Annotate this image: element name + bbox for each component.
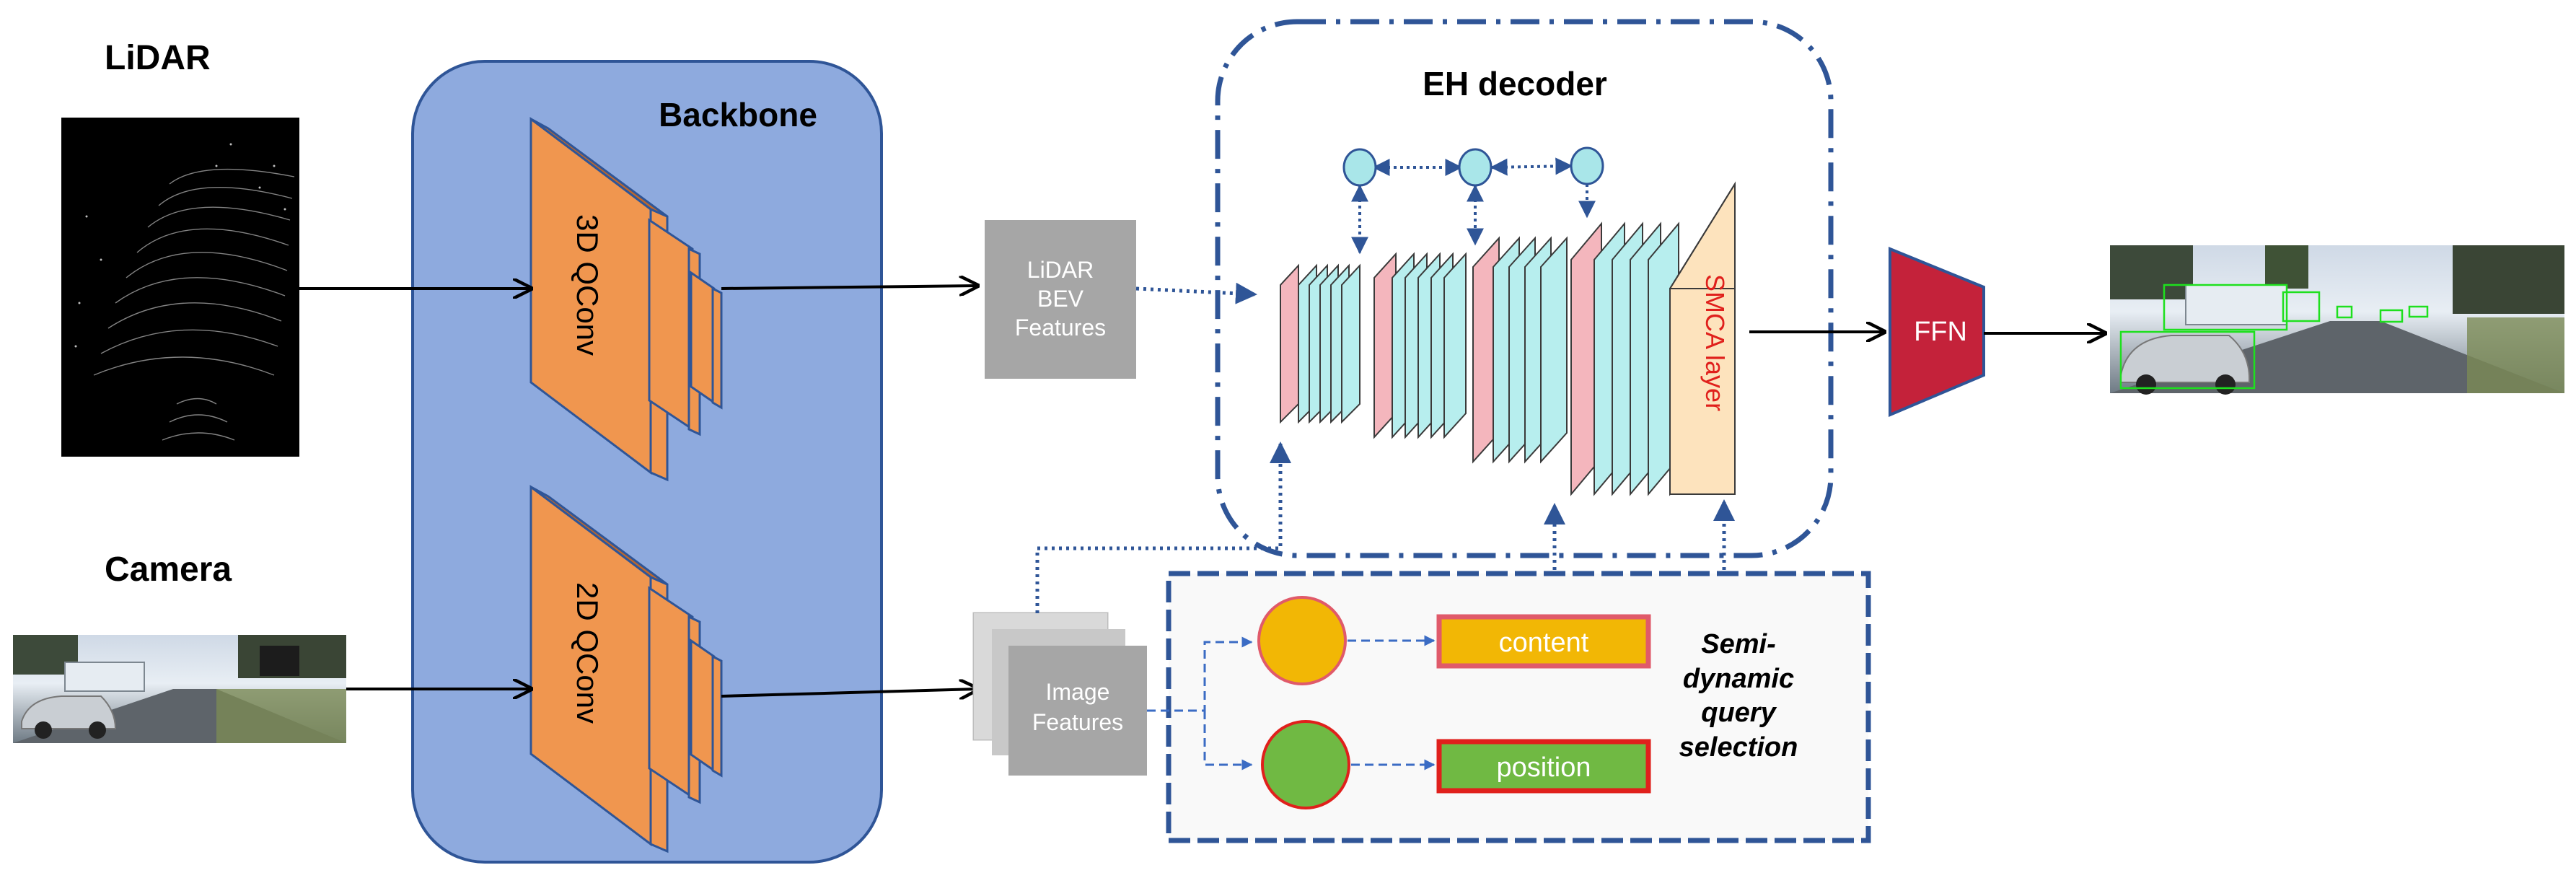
query-node-3 <box>1570 146 1604 185</box>
lidar-bev-features-line3: Features <box>1015 315 1106 341</box>
eh-decoder-frame <box>1215 19 1834 558</box>
caption-line-2: dynamic <box>1683 664 1794 694</box>
qconv-2d-stack: 2D QConv <box>529 484 723 853</box>
position-token-label: position <box>1497 752 1591 783</box>
query-node-1 <box>1342 148 1377 187</box>
camera-label: Camera <box>105 550 232 589</box>
ffn-label: FFN <box>1914 317 1967 347</box>
backbone-title: Backbone <box>659 96 817 133</box>
image-features-line1: Image <box>1046 679 1110 705</box>
output-detection-image <box>2110 245 2564 395</box>
lidar-bev-features-line2: BEV <box>1037 286 1084 312</box>
smca-layer-label: SMCA layer <box>1700 274 1730 411</box>
arrow-backbone-to-image-features <box>721 689 977 696</box>
arrow-bev-to-decoder <box>1135 282 1257 304</box>
lidar-label: LiDAR <box>105 39 211 77</box>
query-node-2 <box>1458 148 1493 187</box>
qconv-2d-label: 2D QConv <box>571 582 605 724</box>
arrow-position-to-decoder <box>1601 499 1735 615</box>
content-token: content <box>1436 614 1651 669</box>
lidar-bev-features-box: LiDAR BEV Features <box>985 220 1136 379</box>
query-graph <box>1342 146 1604 255</box>
decoder-layer-group-1 <box>1280 263 1360 424</box>
arrow-backbone-to-lidar-features <box>721 286 977 289</box>
qconv-3d-stack: 3D QConv <box>529 116 723 482</box>
lidar-bev-features-line1: LiDAR <box>1027 257 1094 283</box>
caption-line-4: selection <box>1679 732 1798 763</box>
decoder-layer-group-3 <box>1472 236 1568 464</box>
query-selection-caption: Semi- dynamic query selection <box>1679 629 1798 763</box>
content-token-label: content <box>1499 628 1589 658</box>
image-features-line2: Features <box>1032 709 1123 735</box>
camera-image <box>13 635 346 743</box>
position-query-circle <box>1261 720 1350 809</box>
lidar-pointcloud-image <box>61 118 299 457</box>
position-token: position <box>1436 739 1651 794</box>
qconv-3d-label: 3D QConv <box>571 214 605 356</box>
caption-line-1: Semi- <box>1701 629 1775 659</box>
eh-decoder-title: EH decoder <box>1423 65 1607 102</box>
image-features-stack: Image Features <box>972 612 1147 776</box>
arrow-features-to-content-query <box>1147 636 1253 712</box>
decoder-layer-group-2 <box>1373 252 1467 439</box>
content-query-circle <box>1257 596 1347 685</box>
decoder-layer-group-4 <box>1570 221 1679 496</box>
ffn-block: FFN <box>1889 247 1985 418</box>
smca-layer: SMCA layer <box>1669 181 1736 496</box>
caption-line-3: query <box>1701 698 1777 728</box>
arrow-features-to-position-query <box>1203 711 1253 771</box>
